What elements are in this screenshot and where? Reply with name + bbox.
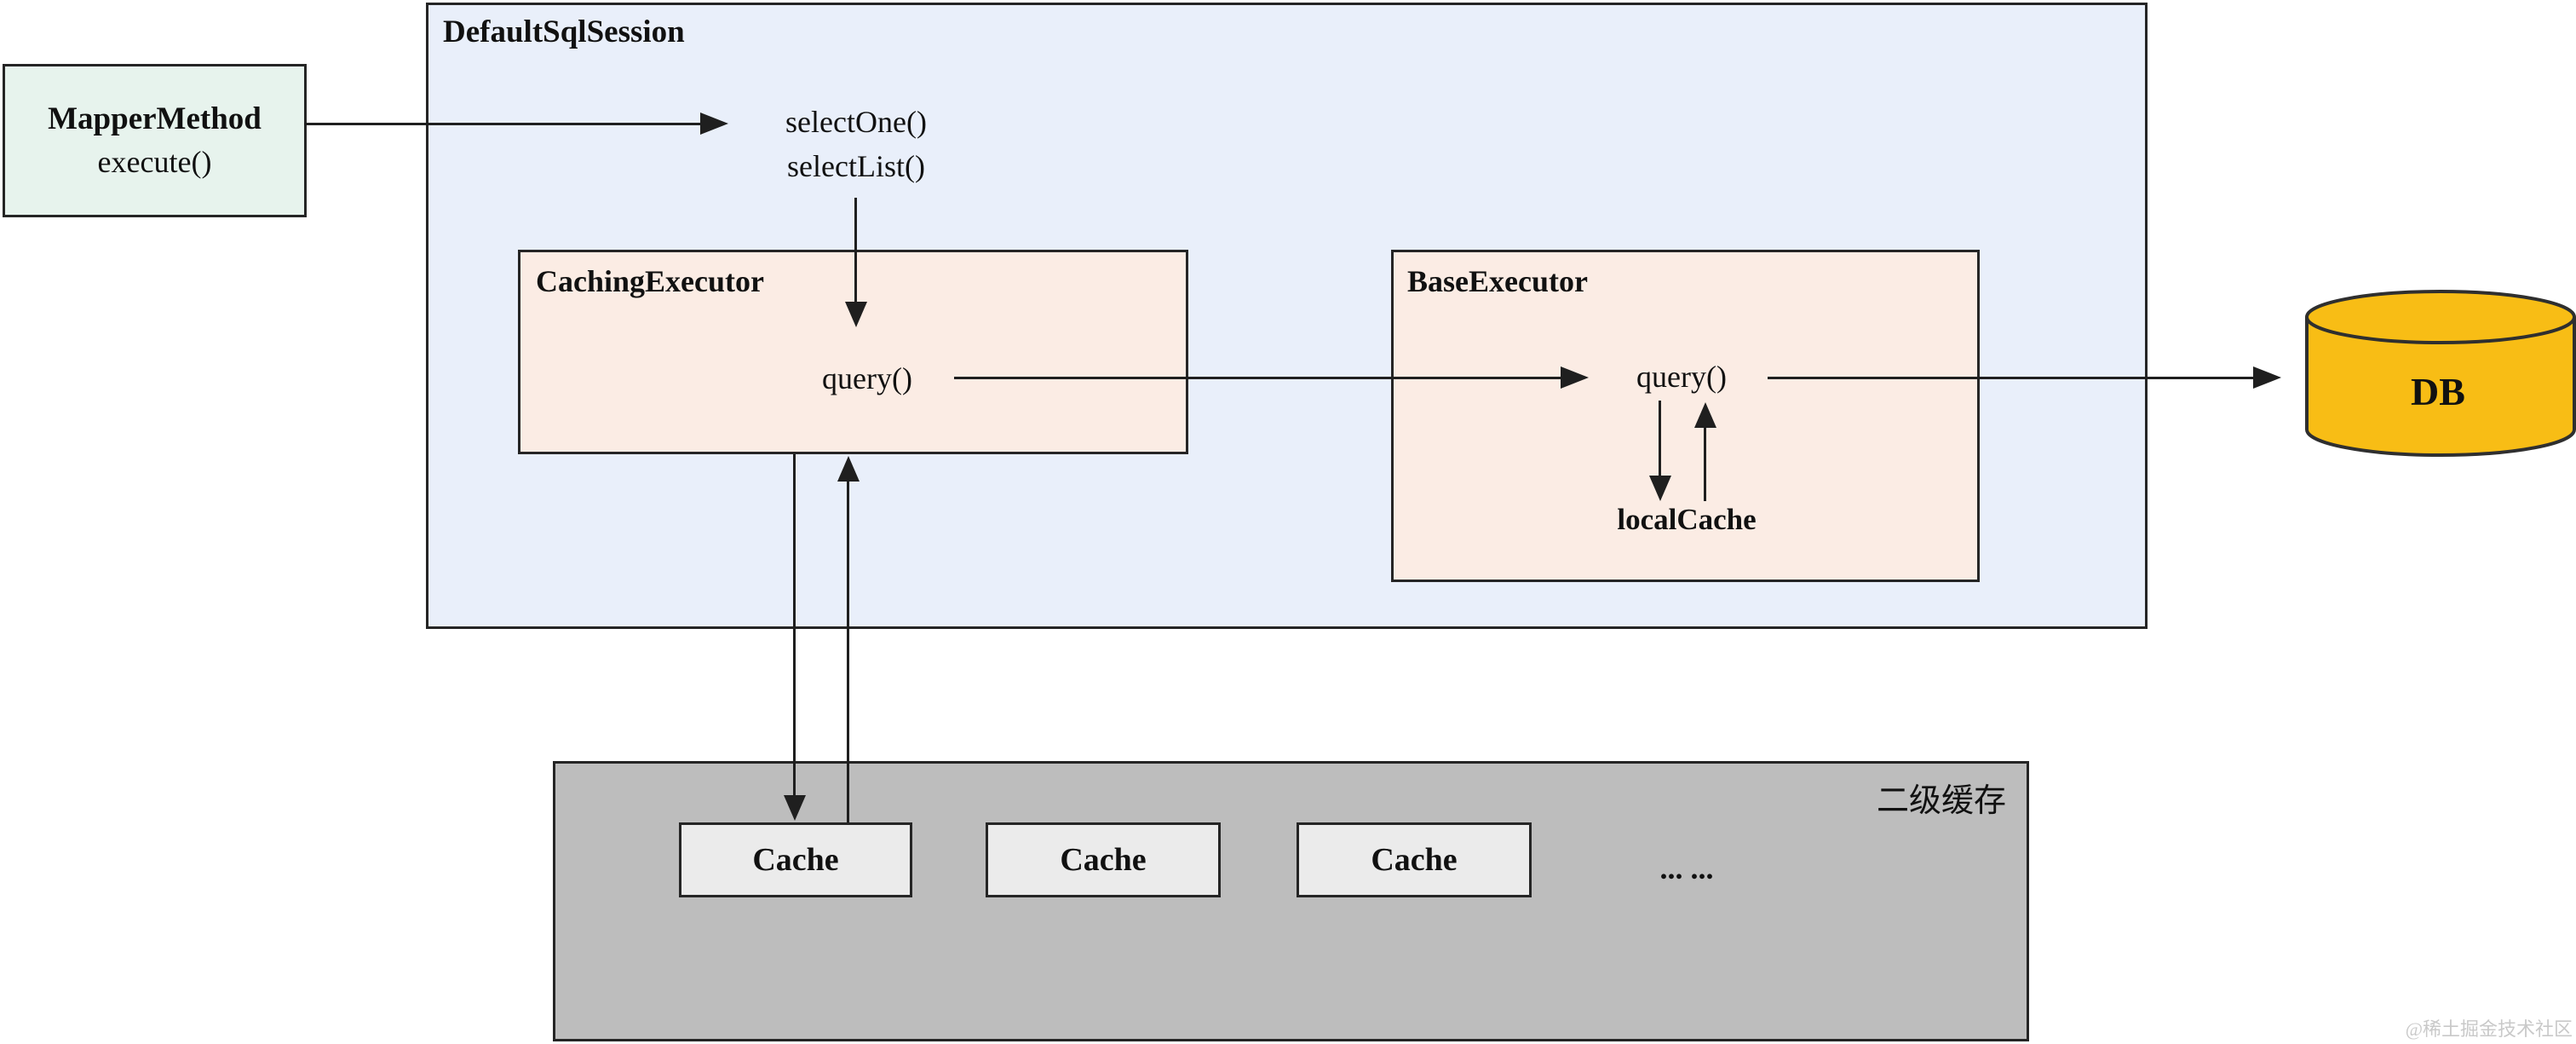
watermark-text: @稀土掘金技术社区 xyxy=(2405,1018,2573,1040)
arrow-select-to-caching-line xyxy=(854,198,857,302)
arrow-localcache-to-query-line xyxy=(1704,428,1706,501)
cache-box-1: Cache xyxy=(679,822,912,897)
caching-executor-box xyxy=(518,250,1188,454)
arrow-query-to-localcache-head xyxy=(1649,476,1671,501)
arrow-caching-to-cache-line xyxy=(793,454,796,795)
default-sql-session-title: DefaultSqlSession xyxy=(443,14,685,49)
mapper-method-title: MapperMethod xyxy=(48,101,262,136)
mapper-method-box: MapperMethod execute() xyxy=(3,64,307,217)
local-cache-label: localCache xyxy=(1617,503,1757,536)
caching-executor-title: CachingExecutor xyxy=(536,264,764,298)
base-executor-box xyxy=(1391,250,1980,582)
arrow-base-to-db-line xyxy=(1768,377,2253,379)
base-executor-title: BaseExecutor xyxy=(1407,264,1588,298)
db-cylinder-icon xyxy=(2305,290,2576,457)
arrow-query-to-localcache-line xyxy=(1659,401,1661,476)
arrow-caching-to-base-line xyxy=(954,377,1561,379)
select-one-label: selectOne() xyxy=(785,105,927,139)
more-caches-ellipsis: ... ... xyxy=(1659,851,1714,885)
arrow-caching-to-cache-head xyxy=(784,795,806,821)
caching-executor-query-label: query() xyxy=(822,361,912,395)
cache-box-2: Cache xyxy=(986,822,1221,897)
arrow-select-to-caching-head xyxy=(845,302,867,327)
execute-method-label: execute() xyxy=(97,145,212,179)
arrow-cache-to-caching-head xyxy=(837,456,860,482)
arrow-localcache-to-query-head xyxy=(1694,402,1716,428)
arrow-mapper-to-session-line xyxy=(304,123,700,125)
arrow-caching-to-base-head xyxy=(1561,366,1589,389)
db-label: DB xyxy=(2411,370,2465,413)
arrow-cache-to-caching-line xyxy=(847,482,849,822)
select-methods-label: selectOne() selectList() xyxy=(724,100,988,188)
arrow-base-to-db-head xyxy=(2253,366,2281,389)
arrow-mapper-to-session-head xyxy=(700,112,728,135)
base-executor-query-label: query() xyxy=(1636,360,1727,394)
cache-box-3: Cache xyxy=(1297,822,1532,897)
second-level-cache-label: 二级缓存 xyxy=(1876,783,2006,819)
select-list-label: selectList() xyxy=(787,149,925,183)
